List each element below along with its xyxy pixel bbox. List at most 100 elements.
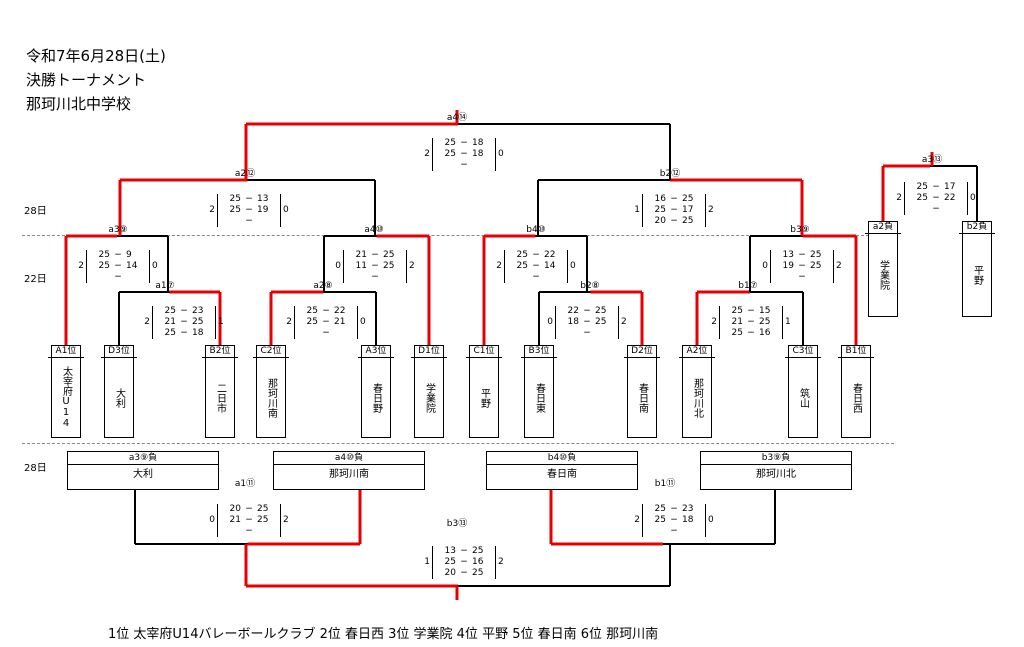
set-score-left: 25 [904,182,930,193]
match-label-a2_12: a2⑫ [234,169,256,179]
set-dash: − [460,149,468,159]
set-score-left: 16 [642,194,668,205]
set-dash: − [670,504,678,514]
set-score-left [343,272,369,283]
set-score-right [332,328,358,339]
set-score-right: 25 [808,250,834,261]
match-label-a4_10: a4⑩ [364,225,384,235]
set-score-left: 25 [152,328,178,339]
set-score-left: 25 [217,194,243,205]
match-label-b1_11: b1⑪ [654,479,676,489]
sets-won-left: 2 [209,205,215,215]
team-name: 平野 [478,387,490,408]
team-name: 春日西 [850,382,862,413]
set-score-left [217,216,243,227]
match-label-a3_9: a3⑨ [108,225,128,235]
set-score-right [124,272,150,283]
set-score-left [504,272,530,283]
team-box-t8: B3位春日東 [521,345,557,438]
set-score-left: 22 [555,306,581,317]
team-box-t13: a2負学業院 [865,221,901,317]
set-dash: − [670,526,678,536]
set-score-right: 25 [381,250,407,261]
sets-won-right: 2 [836,261,842,271]
set-score-left [294,328,320,339]
set-dash: − [180,306,188,316]
set-score-left: 25 [904,193,930,204]
set-dash: − [322,306,330,316]
sets-won-right: 0 [970,193,976,203]
match-label-b1_7: b1⑦ [738,281,758,291]
set-dash: − [583,317,591,327]
team-name: 太宰府U14 [60,366,72,429]
set-score-left: 25 [86,261,112,272]
sets-won-right: 0 [708,515,714,525]
placement-head: a3⑨負 [68,452,218,465]
set-score-right: 13 [255,194,281,205]
sets-won-right: 2 [283,515,289,525]
set-dash: − [245,194,253,204]
set-score-right: 25 [190,317,216,328]
set-score-left: 25 [504,250,530,261]
set-dash: − [932,182,940,192]
set-score-left: 19 [770,261,796,272]
set-score-left: 21 [152,317,178,328]
sets-won-left: 0 [762,261,768,271]
set-score-right: 18 [680,515,706,526]
set-dash: − [583,328,591,338]
set-dash: − [460,160,468,170]
set-score-right: 25 [680,194,706,205]
sets-won-right: 1 [785,317,791,327]
team-seed: B2位 [202,346,238,358]
set-score-left: 25 [432,557,458,568]
set-dash: − [460,568,468,578]
team-seed: D3位 [101,346,137,358]
set-score-left: 25 [432,138,458,149]
sets-won-left: 2 [424,149,430,159]
match-label-a1_7: a1⑦ [155,281,175,291]
set-dash: − [114,261,122,271]
set-score-right: 25 [593,317,619,328]
event-title: 決勝トーナメント [26,71,147,89]
match-label-b4_10: b4⑩ [526,225,546,235]
set-dash: − [670,216,678,226]
set-score-right: 22 [542,250,568,261]
team-name: 大利 [113,387,125,408]
divider-line [22,443,894,444]
team-seed: b2負 [959,222,995,234]
team-seed: B1位 [838,346,874,358]
set-score-left: 25 [642,205,668,216]
team-name: 二日市 [214,382,226,413]
sets-won-right: 2 [409,261,415,271]
set-dash: − [670,205,678,215]
team-name: 那珂川南 [265,377,277,418]
set-score-right: 23 [680,504,706,515]
event-venue: 那珂川北中学校 [26,95,132,113]
divider-line [22,235,894,236]
set-score-right: 9 [124,250,150,261]
team-box-t9: D2位春日南 [624,345,660,438]
team-name: 春日東 [533,382,545,413]
set-dash: − [798,272,806,282]
match-label-b2_8: b2⑧ [580,281,600,291]
set-score-left [555,328,581,339]
set-dash: − [322,317,330,327]
team-box-t7: C1位平野 [466,345,502,438]
set-score-right: 25 [255,504,281,515]
final-standings: 1位 太宰府U14バレーボールクラブ 2位 春日西 3位 学業院 4位 平野 5… [108,627,659,642]
set-score-right: 14 [124,261,150,272]
set-score-right [808,272,834,283]
set-score-right: 25 [593,306,619,317]
sets-won-left: 2 [896,193,902,203]
placement-box-p3: b4⑩負春日南 [486,451,638,490]
team-seed: D2位 [624,346,660,358]
team-box-t14: b2負平野 [959,221,995,317]
match-label-a4_14: a4⑭ [446,113,468,123]
sets-won-left: 1 [634,205,640,215]
set-dash: − [747,306,755,316]
